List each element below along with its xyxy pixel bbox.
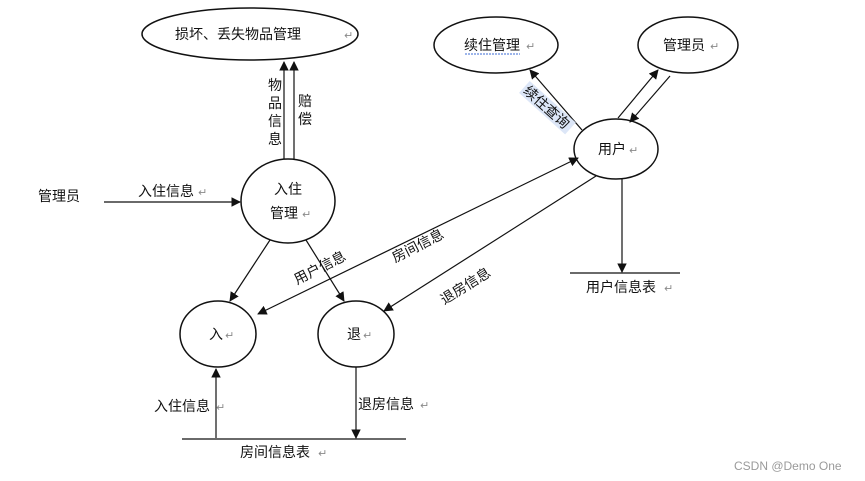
renewal-query-arrow — [529, 69, 583, 131]
svg-text:品: 品 — [268, 96, 282, 112]
return-mark: ↵ — [420, 399, 429, 412]
user-table-store: 用户信息表 ↵ — [570, 272, 680, 296]
user-room-info-arrow — [257, 157, 579, 315]
return-mark: ↵ — [225, 329, 234, 342]
return-mark: ↵ — [198, 186, 207, 199]
svg-text:续住查询: 续住查询 — [520, 82, 573, 132]
item-info-label: 物 品 信 息 — [268, 78, 282, 148]
damage-management-label: 损坏、丢失物品管理 — [175, 27, 301, 43]
checkin-management-label-line2: 管理 — [270, 206, 298, 222]
checkin-info-label-bottom: 入住信息 — [154, 398, 210, 415]
user-info-label: 用户信息 — [291, 248, 349, 289]
return-mark: ↵ — [318, 447, 327, 460]
out-label: 退 — [347, 327, 361, 343]
return-mark: ↵ — [664, 282, 673, 295]
in-label: 入 — [209, 327, 223, 343]
renewal-management-process: 续住管理 ↵ — [433, 16, 559, 74]
svg-text:偿: 偿 — [298, 112, 312, 128]
checkin-to-in-arrow — [229, 239, 271, 302]
out-process: 退 ↵ — [317, 300, 395, 368]
svg-text:物: 物 — [268, 78, 282, 94]
room-table-store: 房间信息表 ↵ — [182, 438, 406, 461]
checkin-management-label-line1: 入住 — [274, 182, 302, 198]
admin-left-entity: 管理员 — [38, 189, 80, 205]
svg-text:赔: 赔 — [298, 94, 312, 110]
return-mark: ↵ — [363, 329, 372, 342]
svg-text:用户信息: 用户信息 — [291, 248, 349, 289]
user-to-admin-arrow — [617, 69, 659, 119]
return-mark: ↵ — [216, 401, 225, 414]
return-mark: ↵ — [629, 144, 638, 157]
watermark: CSDN @Demo One — [734, 459, 842, 473]
user-label: 用户 — [598, 141, 626, 158]
return-mark: ↵ — [526, 40, 535, 53]
checkout-info-label-diag: 退房信息 — [437, 264, 493, 308]
return-mark: ↵ — [710, 40, 719, 53]
renewal-management-label: 续住管理 — [464, 37, 520, 54]
admin-to-user-arrow — [629, 75, 671, 123]
room-table-label: 房间信息表 — [240, 444, 310, 461]
checkin-management-process: 入住 管理 ↵ — [240, 158, 336, 244]
in-process: 入 ↵ — [179, 300, 257, 368]
admin-top-label: 管理员 — [663, 38, 705, 54]
svg-text:信: 信 — [268, 114, 282, 130]
return-mark: ↵ — [344, 29, 353, 42]
checkout-info-label-bottom: 退房信息 — [358, 396, 414, 413]
svg-text:退房信息: 退房信息 — [437, 264, 493, 308]
user-table-label: 用户信息表 — [586, 279, 656, 296]
svg-text:息: 息 — [268, 131, 282, 148]
admin-top-entity: 管理员 ↵ — [637, 16, 739, 74]
checkin-info-label-top: 入住信息 — [138, 183, 194, 200]
return-mark: ↵ — [302, 208, 311, 221]
checkout-info-arrow — [383, 175, 597, 312]
user-process: 用户 ↵ — [573, 118, 659, 180]
compensation-label: 赔 偿 — [298, 94, 312, 128]
damage-management-process: 损坏、丢失物品管理 ↵ — [141, 7, 359, 61]
